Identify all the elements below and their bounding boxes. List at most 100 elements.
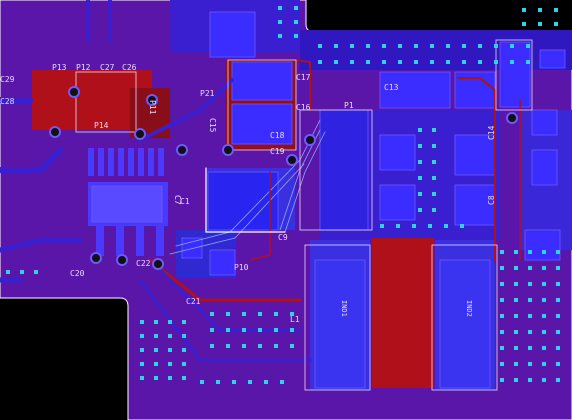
via [278,34,282,38]
via [514,362,518,366]
via [274,328,278,332]
via [242,312,246,316]
via [414,60,418,64]
label-c17: C17 [296,73,311,82]
via [542,250,546,254]
label-c8: C8 [487,195,496,205]
via [528,330,532,334]
via [462,44,466,48]
label-c18: C18 [270,131,285,140]
via [432,160,436,164]
via [500,250,504,254]
via [514,378,518,382]
via [334,60,338,64]
label-c7: C7 [173,195,182,205]
via [418,208,422,212]
via [446,44,450,48]
via [428,224,432,228]
via [514,346,518,350]
via [556,266,560,270]
via [542,330,546,334]
via [226,328,230,332]
via [140,320,144,324]
via [366,44,370,48]
via [528,282,532,286]
via [462,60,466,64]
label-p12: P12 [76,63,91,72]
label-c14: C14 [487,125,496,140]
via [350,60,354,64]
via [350,44,354,48]
label-p13: P13 [52,63,67,72]
via [168,320,172,324]
via [514,298,518,302]
label-c16: C16 [296,103,311,112]
via [478,60,482,64]
via [418,176,422,180]
via [280,380,284,384]
via [418,128,422,132]
label-c28: C28 [0,97,15,106]
via [522,22,526,26]
via [154,320,158,324]
via [154,334,158,338]
via [34,270,38,274]
via [182,348,186,352]
via [528,346,532,350]
via [418,160,422,164]
via [366,60,370,64]
label-c27: C27 [100,63,115,72]
via [500,298,504,302]
via [242,344,246,348]
via [526,44,530,48]
via [430,60,434,64]
label-l1: L1 [290,315,300,324]
via [278,6,282,10]
via [430,44,434,48]
label-p1: P1 [344,101,354,110]
via [538,8,542,12]
via [140,334,144,338]
via [232,380,236,384]
via-holes [49,86,518,270]
via [274,312,278,316]
via [556,378,560,382]
label-c26: C26 [122,63,137,72]
via [226,344,230,348]
via [294,34,298,38]
label-c22: C22 [136,259,151,268]
via [432,128,436,132]
via [258,312,262,316]
via [542,362,546,366]
via [500,314,504,318]
label-c15: C15 [208,118,217,133]
via [168,348,172,352]
via [554,8,558,12]
label-ind2: IND2 [465,300,473,317]
via [398,44,402,48]
via [500,346,504,350]
label-ind1: IND1 [340,300,348,317]
via [542,314,546,318]
via [140,348,144,352]
via [522,8,526,12]
via [318,60,322,64]
via [248,380,252,384]
via [500,378,504,382]
via [210,312,214,316]
via [258,328,262,332]
via [418,144,422,148]
via [460,224,464,228]
via [412,224,416,228]
via [264,380,268,384]
via [478,44,482,48]
via [398,60,402,64]
label-p14: P14 [94,121,109,130]
via-grid [6,6,560,384]
via [500,282,504,286]
via [514,282,518,286]
via [182,362,186,366]
via [290,312,294,316]
via [210,344,214,348]
